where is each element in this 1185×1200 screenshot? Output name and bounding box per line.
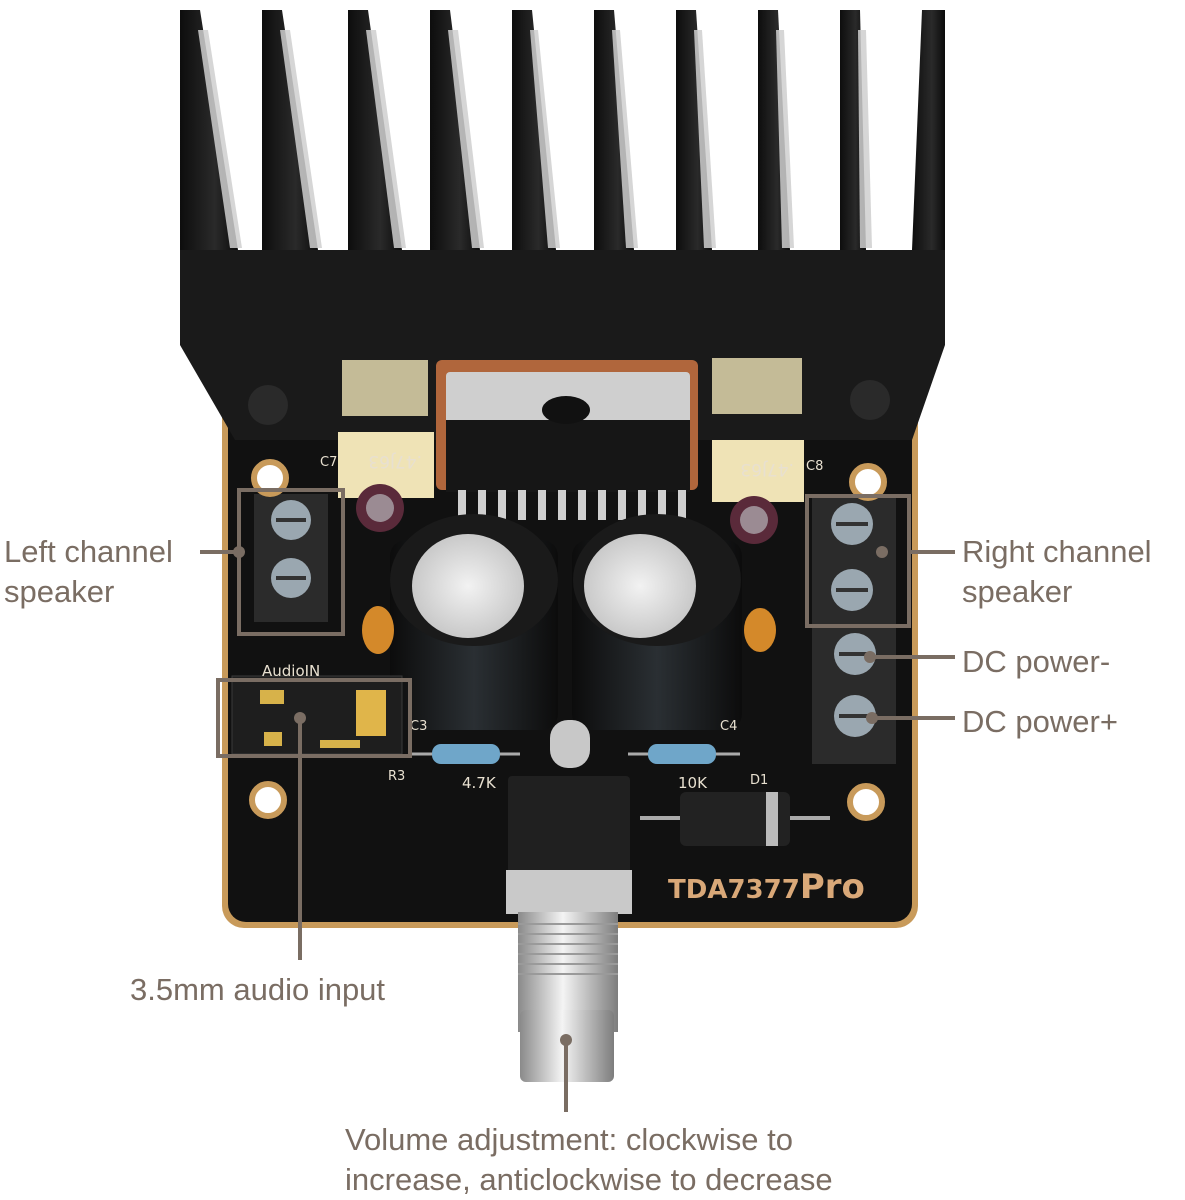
left-speaker-label-line2: speaker xyxy=(4,574,115,609)
volume-label: Volume adjustment: clockwise to increase… xyxy=(345,1120,833,1200)
c3-silkscreen: C3 xyxy=(410,719,427,734)
small-capacitors xyxy=(356,484,778,544)
mounting-holes xyxy=(249,459,887,821)
res-right-silkscreen: 10K xyxy=(678,774,708,792)
volume-label-line1: Volume adjustment: clockwise to xyxy=(345,1122,793,1157)
film-cap-right-label: .47J63 xyxy=(740,459,794,479)
d1-silkscreen: D1 xyxy=(750,773,768,788)
left-speaker-label: Left channel speaker xyxy=(4,532,173,612)
c4-silkscreen: C4 xyxy=(720,719,737,734)
diode: D1 xyxy=(640,773,830,846)
audio-jack: AudioIN xyxy=(231,662,403,755)
callout-dots xyxy=(233,546,888,1046)
callout-lines xyxy=(200,488,955,1112)
res-left-silkscreen: 4.7K xyxy=(462,774,497,792)
left-speaker-label-line1: Left channel xyxy=(4,534,173,569)
film-cap-left-label: .47J63 xyxy=(368,451,422,471)
film-capacitors: .47J63 .47J63 xyxy=(338,358,804,502)
board-model: TDA7377Pro xyxy=(668,867,865,907)
amplifier-ic xyxy=(436,360,698,520)
ceramic-capacitors xyxy=(362,606,776,654)
c7-silkscreen: C7 xyxy=(320,455,337,470)
right-speaker-label: Right channel speaker xyxy=(962,532,1152,612)
large-capacitors xyxy=(390,514,742,730)
led xyxy=(550,720,590,768)
audio-in-silkscreen: AudioIN xyxy=(262,662,320,680)
volume-label-line2: increase, anticlockwise to decrease xyxy=(345,1162,833,1197)
right-terminal-block xyxy=(812,496,896,764)
dc-plus-label: DC power+ xyxy=(962,704,1118,739)
dc-minus-label: DC power- xyxy=(962,644,1111,679)
r3-silkscreen: R3 xyxy=(388,769,405,784)
c8-silkscreen: C8 xyxy=(806,459,823,474)
left-speaker-terminal xyxy=(254,494,328,622)
resistors: 4.7K 10K R3 C3 C4 C7 C8 xyxy=(320,455,823,792)
right-speaker-label-line1: Right channel xyxy=(962,534,1152,569)
audio-input-label: 3.5mm audio input xyxy=(130,972,386,1007)
right-speaker-label-line2: speaker xyxy=(962,574,1073,609)
